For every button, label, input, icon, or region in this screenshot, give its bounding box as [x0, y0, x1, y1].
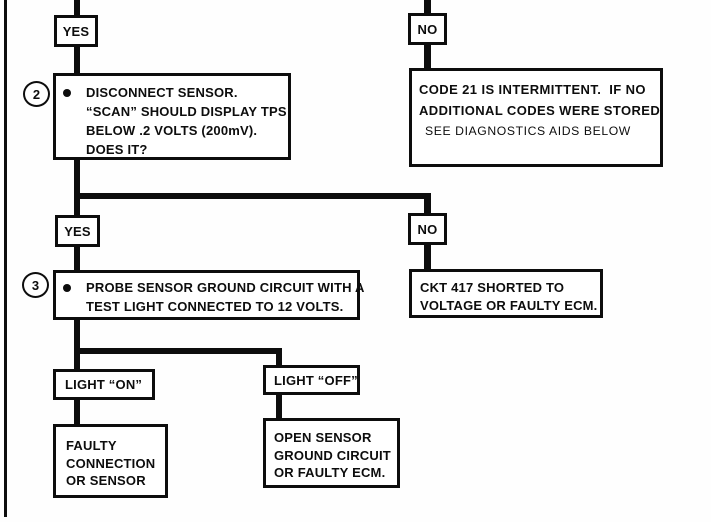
no-branch2-label: NO	[417, 221, 438, 237]
no-branch1-box: NO	[408, 13, 447, 45]
ckt417-line2: VOLTAGE OR FAULTY ECM.	[420, 297, 598, 313]
bullet-icon	[63, 284, 71, 292]
step-2-line1: DISCONNECT SENSOR.	[86, 85, 238, 100]
step-3-line1: PROBE SENSOR GROUND CIRCUIT WITH A	[86, 280, 365, 295]
step-3-number: 3	[31, 277, 40, 293]
connector-branch1-to-no2	[424, 193, 431, 213]
open-ground-box: OPEN SENSOR GROUND CIRCUIT OR FAULTY ECM…	[263, 418, 400, 488]
yes-branch1-label: YES	[62, 23, 90, 39]
connector-lightoff-to-open	[276, 395, 282, 418]
branch2-horizontal-line	[74, 348, 282, 354]
step-3-box: PROBE SENSOR GROUND CIRCUIT WITH A TEST …	[53, 270, 364, 320]
yes-branch1-box: YES	[54, 15, 98, 47]
light-on-label: LIGHT “ON”	[65, 377, 143, 392]
step-2-line2: “SCAN” SHOULD DISPLAY TPS	[86, 104, 287, 119]
open-line1: OPEN SENSOR	[274, 430, 372, 445]
page-border-line	[4, 0, 7, 517]
connector-no1-to-code21	[424, 45, 431, 68]
code21-line2: ADDITIONAL CODES WERE STORED,	[419, 102, 665, 118]
connector-lighton-to-faulty	[74, 400, 80, 424]
light-on-box: LIGHT “ON”	[53, 369, 155, 400]
step-2-number: 2	[32, 86, 41, 102]
branch1-horizontal-line	[74, 193, 431, 199]
ckt417-shorted-box: CKT 417 SHORTED TO VOLTAGE OR FAULTY ECM…	[409, 269, 603, 318]
yes-branch2-label: YES	[64, 223, 91, 239]
yes-branch2-box: YES	[55, 215, 100, 247]
open-line3: OR FAULTY ECM.	[274, 465, 386, 480]
no-branch1-label: NO	[417, 21, 438, 37]
connector-yes1-to-step2	[74, 47, 80, 73]
connector-step3-to-lighton	[74, 320, 80, 369]
connector-top-to-no1	[424, 0, 431, 13]
faulty-line2: CONNECTION	[66, 455, 156, 471]
faulty-connection-box: FAULTY CONNECTION OR SENSOR	[53, 424, 168, 498]
step-2-line4: DOES IT?	[86, 142, 148, 157]
step-3-line2: TEST LIGHT CONNECTED TO 12 VOLTS.	[86, 298, 344, 314]
step-3-badge: 3	[22, 272, 49, 298]
light-off-label: LIGHT “OFF”	[274, 372, 358, 388]
code21-line3: SEE DIAGNOSTICS AIDS BELOW	[425, 124, 631, 138]
connector-step2-to-yes2	[74, 160, 80, 215]
faulty-line3: OR SENSOR	[66, 473, 146, 488]
code21-intermittent-box: CODE 21 IS INTERMITTENT. IF NO ADDITIONA…	[409, 68, 665, 167]
ckt417-line1: CKT 417 SHORTED TO	[420, 280, 565, 295]
bullet-icon	[63, 89, 71, 97]
connector-yes2-to-step3	[74, 247, 80, 270]
connector-top-to-yes1	[74, 0, 80, 15]
open-line2: GROUND CIRCUIT	[274, 447, 391, 463]
code21-line1: CODE 21 IS INTERMITTENT. IF NO	[419, 82, 646, 97]
connector-branch2-to-lightoff	[276, 348, 282, 365]
no-branch2-box: NO	[408, 213, 447, 245]
faulty-line1: FAULTY	[66, 438, 117, 453]
step-2-box: DISCONNECT SENSOR. “SCAN” SHOULD DISPLAY…	[53, 73, 291, 160]
light-off-box: LIGHT “OFF”	[263, 365, 360, 395]
step-2-badge: 2	[23, 81, 50, 107]
connector-no2-to-ckt417	[424, 245, 431, 269]
step-2-line3: BELOW .2 VOLTS (200mV).	[86, 123, 258, 138]
